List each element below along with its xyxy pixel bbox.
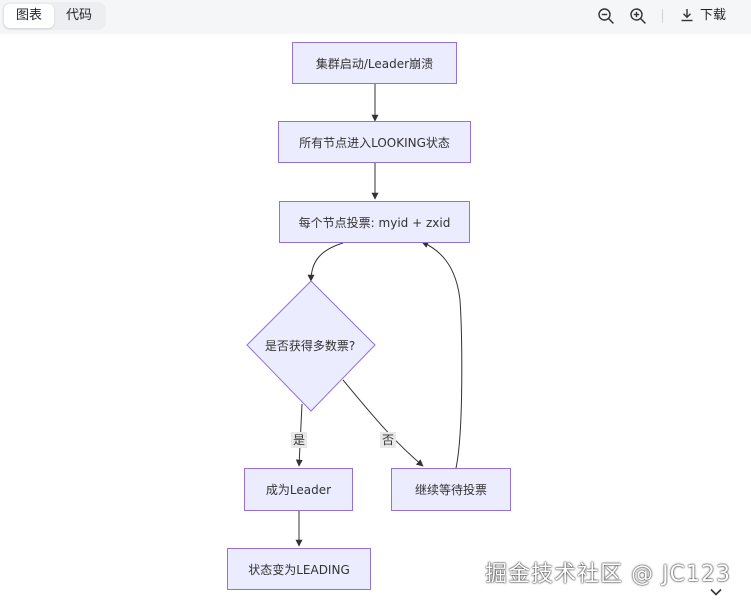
node-leading-state: 状态变为LEADING [227, 548, 371, 590]
toolbar: 图表 代码 下载 [0, 0, 751, 34]
edge-continue-to-vote [421, 241, 463, 469]
download-button[interactable]: 下载 [680, 6, 726, 26]
edge-label-yes: 是 [291, 432, 308, 448]
chevron-down-icon[interactable] [708, 584, 724, 600]
download-icon [681, 9, 693, 22]
edge-label-no: 否 [380, 432, 397, 448]
node-majority-decision: 是否获得多数票? [264, 339, 356, 353]
decision-diamond [246, 280, 376, 412]
zoom-in-icon[interactable] [629, 7, 647, 25]
node-become-leader: 成为Leader [244, 468, 353, 511]
node-looking-state: 所有节点进入LOOKING状态 [278, 121, 471, 163]
zoom-out-icon[interactable] [597, 7, 615, 25]
toolbar-divider [662, 9, 663, 23]
node-vote: 每个节点投票: myid + zxid [279, 201, 470, 243]
watermark: 掘金技术社区 @ JC123 [485, 562, 731, 587]
view-tabs: 图表 代码 [2, 2, 106, 30]
edge-vote-to-decision [307, 242, 344, 282]
tab-diagram[interactable]: 图表 [4, 4, 54, 28]
tab-code[interactable]: 代码 [65, 8, 92, 23]
node-continue-waiting: 继续等待投票 [391, 468, 511, 511]
download-label: 下载 [700, 8, 727, 23]
node-cluster-start: 集群启动/Leader崩溃 [292, 42, 457, 84]
edge-decision-no [342, 379, 424, 467]
